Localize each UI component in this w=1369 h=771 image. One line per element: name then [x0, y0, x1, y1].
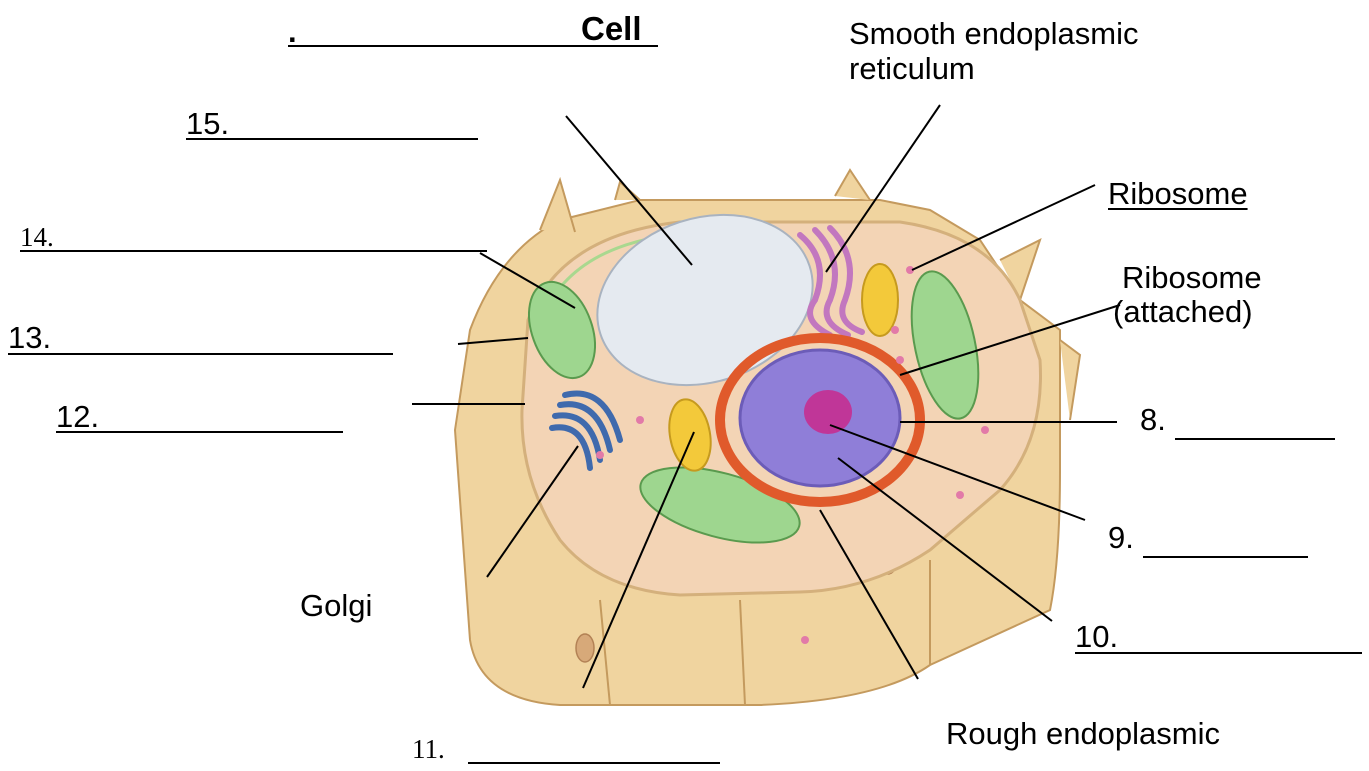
- label-smooth-er-line2: reticulum: [849, 53, 975, 84]
- blank-15: 15.: [186, 108, 229, 139]
- mitochondrion: [862, 264, 898, 336]
- label-ribosome: Ribosome: [1108, 178, 1248, 209]
- blank-9: 9.: [1108, 522, 1134, 553]
- label-ribosome-attached-line1: Ribosome: [1122, 262, 1262, 293]
- blank-9-line: [1143, 556, 1308, 558]
- blank-13-line: [8, 353, 393, 355]
- label-rough-er: Rough endoplasmic: [946, 718, 1220, 749]
- label-ribosome-attached-line2: (attached): [1113, 296, 1253, 327]
- label-golgi: Golgi: [300, 590, 372, 621]
- blank-10-line: [1075, 652, 1362, 654]
- blank-12-line: [56, 431, 343, 433]
- blank-11-line: [468, 762, 720, 764]
- blank-11: 11.: [412, 736, 445, 763]
- blank-10: 10.: [1075, 621, 1118, 652]
- label-smooth-er-line1: Smooth endoplasmic: [849, 18, 1139, 49]
- title-prefix: .: [288, 16, 297, 47]
- blank-12: 12.: [56, 401, 99, 432]
- blank-13: 13.: [8, 322, 51, 353]
- blank-8: 8.: [1140, 404, 1166, 435]
- nucleolus: [804, 390, 852, 434]
- blank-8-line: [1175, 438, 1335, 440]
- title-word: Cell: [581, 12, 642, 45]
- blank-14: 14.: [20, 224, 54, 251]
- blank-15-line: [186, 138, 478, 140]
- blank-14-line: [20, 250, 487, 252]
